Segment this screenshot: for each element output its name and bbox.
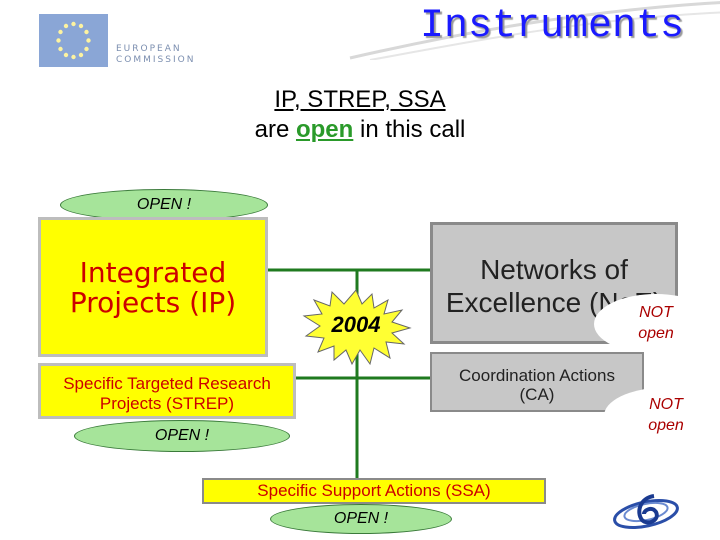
logo-text-line2: COMMISSION xyxy=(116,55,196,65)
noe-not: NOT xyxy=(639,304,673,321)
strep-box: Specific Targeted Research Projects (STR… xyxy=(38,363,296,419)
title-swoosh-decoration xyxy=(349,1,720,60)
ip-label: Integrated Projects (IP) xyxy=(70,258,236,318)
ca-box: Coordination Actions (CA) xyxy=(430,352,644,412)
logo-text-line1: EUROPEAN xyxy=(116,44,182,54)
ca-not: NOT xyxy=(649,396,683,413)
noe-open: open xyxy=(638,325,674,342)
ssa-open-oval: OPEN ! xyxy=(270,504,452,534)
not-open-oval-shape xyxy=(594,294,718,354)
slide-title: Instruments xyxy=(419,4,684,49)
subtitle-pre: are xyxy=(254,116,290,143)
subtitle-instruments: IP, STREP, SSA xyxy=(274,86,446,113)
starburst-icon xyxy=(302,289,412,366)
ca-label-line1: Coordination Actions xyxy=(459,366,615,385)
ca-not-open-oval-shape xyxy=(604,388,720,444)
subtitle-open: open xyxy=(295,116,354,143)
strep-label-line1: Specific Targeted Research xyxy=(63,374,271,393)
noe-label-line1: Networks of xyxy=(480,254,628,285)
ip-label-line1: Integrated xyxy=(79,256,227,289)
strep-label-line2: Projects (STREP) xyxy=(99,394,235,413)
ca-not-open-text: NOT open xyxy=(604,394,720,436)
noe-not-open-text: NOT open xyxy=(592,302,720,344)
eu-logo-text: EUROPEAN COMMISSION xyxy=(116,44,195,66)
noe-not-open-badge: NOT open xyxy=(592,292,720,356)
eu-flag-icon xyxy=(39,14,108,67)
subtitle-line2: are open in this call xyxy=(0,116,720,144)
strep-open-oval: OPEN ! xyxy=(74,420,290,452)
ca-open: open xyxy=(648,417,684,434)
ip-label-line2: Projects (IP) xyxy=(69,286,237,319)
ssa-label: Specific Support Actions (SSA) xyxy=(257,481,491,500)
fp6-logo-icon xyxy=(613,494,679,529)
subtitle-post: in this call xyxy=(359,116,466,143)
ca-not-open-badge: NOT open xyxy=(596,386,720,446)
burst-label: 2004 xyxy=(331,312,381,337)
ip-box: Integrated Projects (IP) xyxy=(38,217,268,357)
ca-label-line2: (CA) xyxy=(519,385,555,404)
subtitle-line1: IP, STREP, SSA xyxy=(0,86,720,114)
ssa-box: Specific Support Actions (SSA) xyxy=(202,478,546,504)
